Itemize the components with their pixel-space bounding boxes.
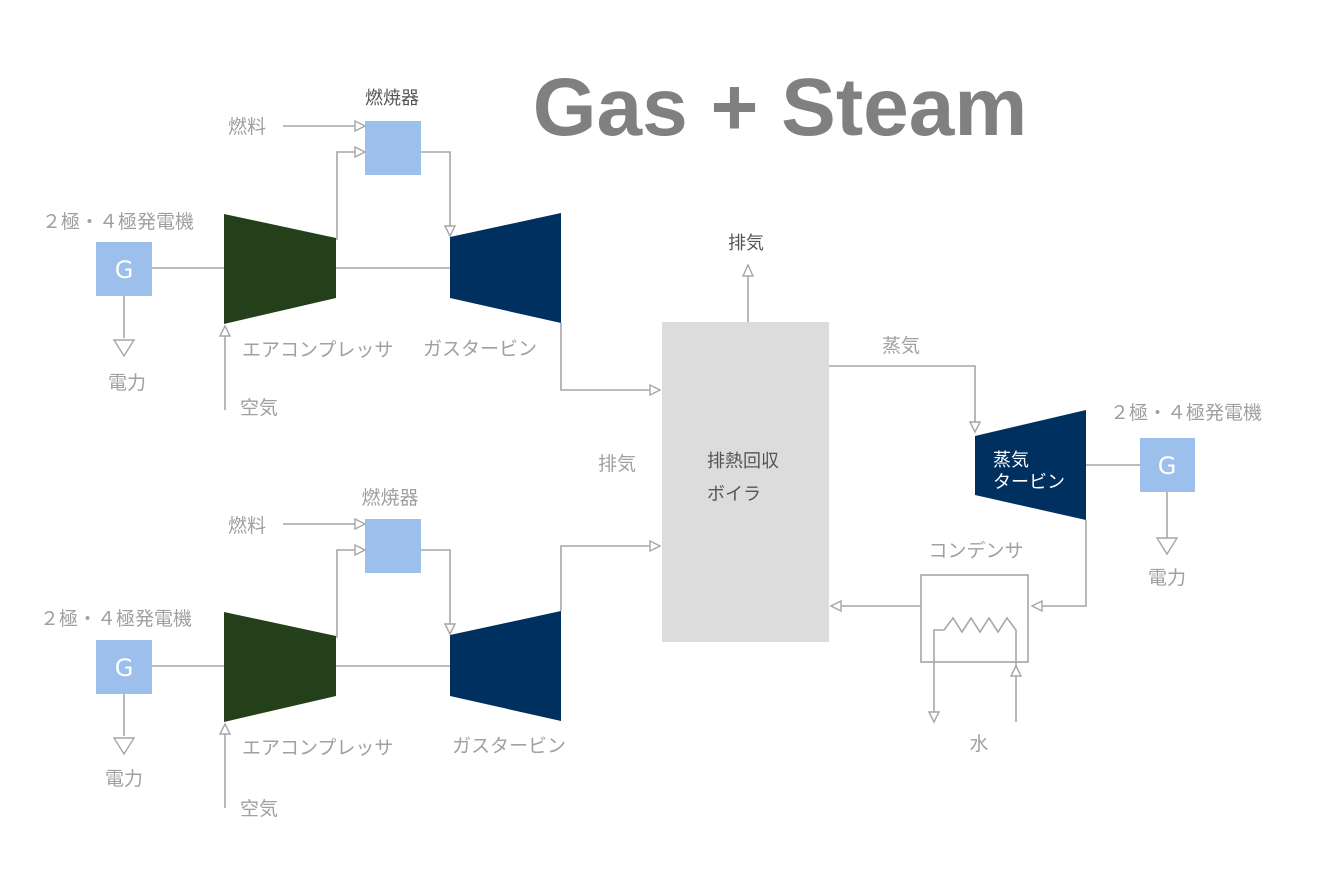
turbine-to-condenser-line <box>1042 520 1087 607</box>
top-compressor-label: エアコンプレッサ <box>242 339 393 361</box>
water-in-arrow <box>1009 664 1023 677</box>
top-burner-to-turbine-arrow <box>443 225 457 238</box>
page-title: Gas + Steam <box>533 62 1028 153</box>
boiler-label-line1: 排熱回収 <box>707 451 779 472</box>
bottom-burner-to-turbine-line <box>421 549 451 624</box>
top-fuel-arrow <box>354 119 367 133</box>
condenser-coil <box>933 616 1017 712</box>
steam-generator-symbol: G <box>1158 452 1177 480</box>
top-generator-label: ２極・４極発電機 <box>42 211 194 233</box>
top-power-arrow <box>112 339 136 358</box>
top-generator-box <box>96 242 152 296</box>
bottom-burner-to-turbine-arrow <box>443 623 457 636</box>
bottom-air-arrow <box>218 722 232 735</box>
bottom-burner-label: 燃焼器 <box>361 487 418 509</box>
bottom-power-arrow <box>112 737 136 756</box>
steam-generator-label: ２極・４極発電機 <box>1110 402 1262 424</box>
bottom-generator-symbol: G <box>115 654 134 682</box>
bottom-fuel-label: 燃料 <box>228 515 266 537</box>
bottom-gas-unit: 燃焼器 燃料 ２極・４極発電機 G 電力 エアコンプレッサ 空気 ガスタービン <box>40 487 662 820</box>
top-generator-symbol: G <box>115 256 134 284</box>
top-burner-label: 燃焼器 <box>365 88 419 109</box>
bottom-generator-label: ２極・４極発電機 <box>40 608 192 630</box>
bottom-turbine-label: ガスタービン <box>452 735 566 757</box>
bottom-burner-box <box>365 519 421 573</box>
top-comp-to-burner-arrow <box>354 145 367 159</box>
top-burner-to-turbine-line <box>421 151 451 226</box>
bottom-comp-to-burner-arrow <box>354 543 367 557</box>
condenser-box <box>920 574 1029 663</box>
bottom-exhaust-line <box>560 545 650 611</box>
bottom-exhaust-arrow <box>649 539 662 553</box>
steam-line <box>829 365 976 422</box>
steam-turbine <box>975 410 1086 520</box>
bottom-compressor-label: エアコンプレッサ <box>242 737 393 759</box>
boiler-group: 排熱回収 ボイラ 排気 排気 <box>598 233 829 642</box>
water-out-arrow <box>927 711 941 724</box>
steam-unit: 蒸気 蒸気 タービン ２極・４極発電機 G 電力 コンデンサ 水 <box>829 335 1262 755</box>
water-label: 水 <box>969 733 988 755</box>
condenser-to-boiler-arrow <box>829 599 842 613</box>
heat-recovery-boiler <box>662 322 829 642</box>
bottom-air-label: 空気 <box>240 798 278 820</box>
top-air-label: 空気 <box>240 397 278 419</box>
top-fuel-label: 燃料 <box>228 116 266 138</box>
steam-generator-box <box>1140 438 1195 492</box>
bottom-power-label: 電力 <box>105 768 143 790</box>
bottom-generator-box <box>96 640 152 694</box>
condenser-label: コンデンサ <box>928 540 1023 562</box>
top-exhaust-arrow <box>649 383 662 397</box>
bottom-compressor <box>224 612 336 722</box>
steam-turbine-label-line2: タービン <box>993 472 1065 493</box>
top-power-label: 電力 <box>108 372 146 394</box>
steam-label: 蒸気 <box>882 335 920 357</box>
top-burner-box <box>365 121 421 175</box>
top-turbine-label: ガスタービン <box>423 338 537 360</box>
bottom-comp-to-burner-line <box>336 549 355 638</box>
top-gas-unit: 燃焼器 燃料 ２極・４極発電機 G 電力 エアコンプレッサ 空気 ガスタービン <box>42 88 662 419</box>
boiler-exhaust-label: 排気 <box>728 233 764 254</box>
boiler-exhaust-arrow <box>741 263 755 277</box>
boiler-exhaust-in-label: 排気 <box>598 453 636 475</box>
top-exhaust-line <box>560 323 650 391</box>
steam-arrow <box>968 421 982 434</box>
boiler-label-line2: ボイラ <box>707 484 761 505</box>
turbine-to-condenser-arrow <box>1030 599 1043 613</box>
top-compressor <box>224 214 336 324</box>
bottom-gas-turbine <box>450 611 561 721</box>
steam-power-arrow <box>1155 537 1179 556</box>
steam-turbine-label-line1: 蒸気 <box>993 450 1029 471</box>
top-gas-turbine <box>450 213 561 323</box>
bottom-fuel-arrow <box>354 517 367 531</box>
top-comp-to-burner-line <box>336 151 355 240</box>
top-air-arrow <box>218 324 232 337</box>
steam-power-label: 電力 <box>1148 567 1186 589</box>
